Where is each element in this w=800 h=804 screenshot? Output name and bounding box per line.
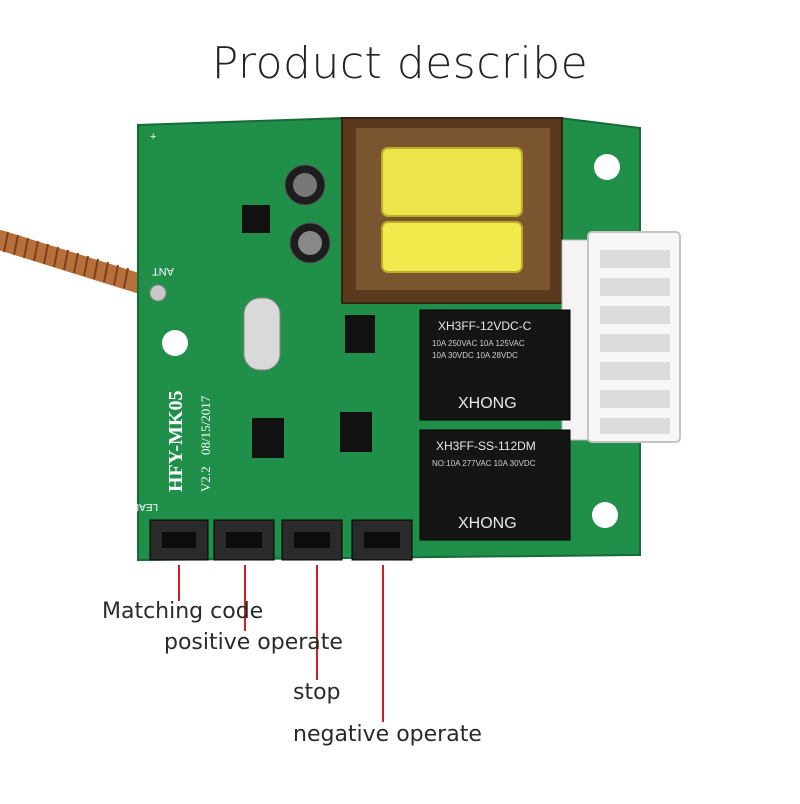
mounting-hole bbox=[592, 502, 618, 528]
relay-bottom-model: XH3FF-SS-112DM bbox=[436, 439, 536, 453]
mounting-hole bbox=[162, 330, 188, 356]
terminal-connector bbox=[561, 231, 681, 443]
callout-negative-operate: negative operate bbox=[293, 722, 482, 747]
version-marking: V2.2 bbox=[198, 466, 213, 492]
ic-chip bbox=[242, 205, 270, 233]
transformer bbox=[341, 117, 563, 304]
relay-bottom-rating-1: NO:10A 277VAC 10A 30VDC bbox=[432, 459, 536, 468]
capacitor bbox=[298, 231, 322, 255]
mounting-hole bbox=[594, 154, 620, 180]
callout-stop: stop bbox=[293, 680, 341, 705]
leader-line-negative-operate bbox=[382, 565, 384, 722]
capacitor bbox=[293, 173, 317, 197]
button-positive-operate[interactable] bbox=[213, 519, 275, 561]
relay-top-rating-2: 10A 30VDC 10A 28VDC bbox=[432, 351, 518, 360]
ic-chip bbox=[345, 315, 375, 353]
crystal-oscillator bbox=[243, 297, 281, 371]
antenna-solder-pad bbox=[149, 284, 167, 302]
antenna-marking: ANT bbox=[152, 265, 174, 277]
leader-line-positive-operate bbox=[244, 565, 246, 631]
leader-line-matching-code bbox=[178, 565, 180, 601]
button-negative-operate[interactable] bbox=[351, 519, 413, 561]
relay-top-rating-1: 10A 250VAC 10A 125VAC bbox=[432, 339, 525, 348]
page-title: Product describe bbox=[211, 38, 589, 89]
relay-top-brand: XHONG bbox=[458, 395, 517, 412]
button-matching-code[interactable] bbox=[149, 519, 209, 561]
learn-marking: LEARN bbox=[125, 501, 158, 512]
model-marking: HFY-MK05 bbox=[165, 391, 187, 492]
button-stop[interactable] bbox=[281, 519, 343, 561]
date-marking: 08/15/2017 bbox=[198, 395, 213, 455]
antenna-coil bbox=[0, 230, 170, 300]
ic-chip bbox=[340, 412, 372, 452]
relay-top: XH3FF-12VDC-C 10A 250VAC 10A 125VAC 10A … bbox=[419, 309, 571, 421]
ic-chip bbox=[252, 418, 284, 458]
callout-matching-code: Matching code bbox=[102, 599, 264, 624]
leader-line-stop bbox=[316, 565, 318, 680]
relay-bottom: XH3FF-SS-112DM NO:10A 277VAC 10A 30VDC X… bbox=[419, 429, 571, 541]
relay-top-model: XH3FF-12VDC-C bbox=[438, 319, 532, 333]
plus-marking: + bbox=[150, 131, 156, 143]
relay-bottom-brand: XHONG bbox=[458, 515, 517, 532]
callout-positive-operate: positive operate bbox=[164, 630, 343, 655]
